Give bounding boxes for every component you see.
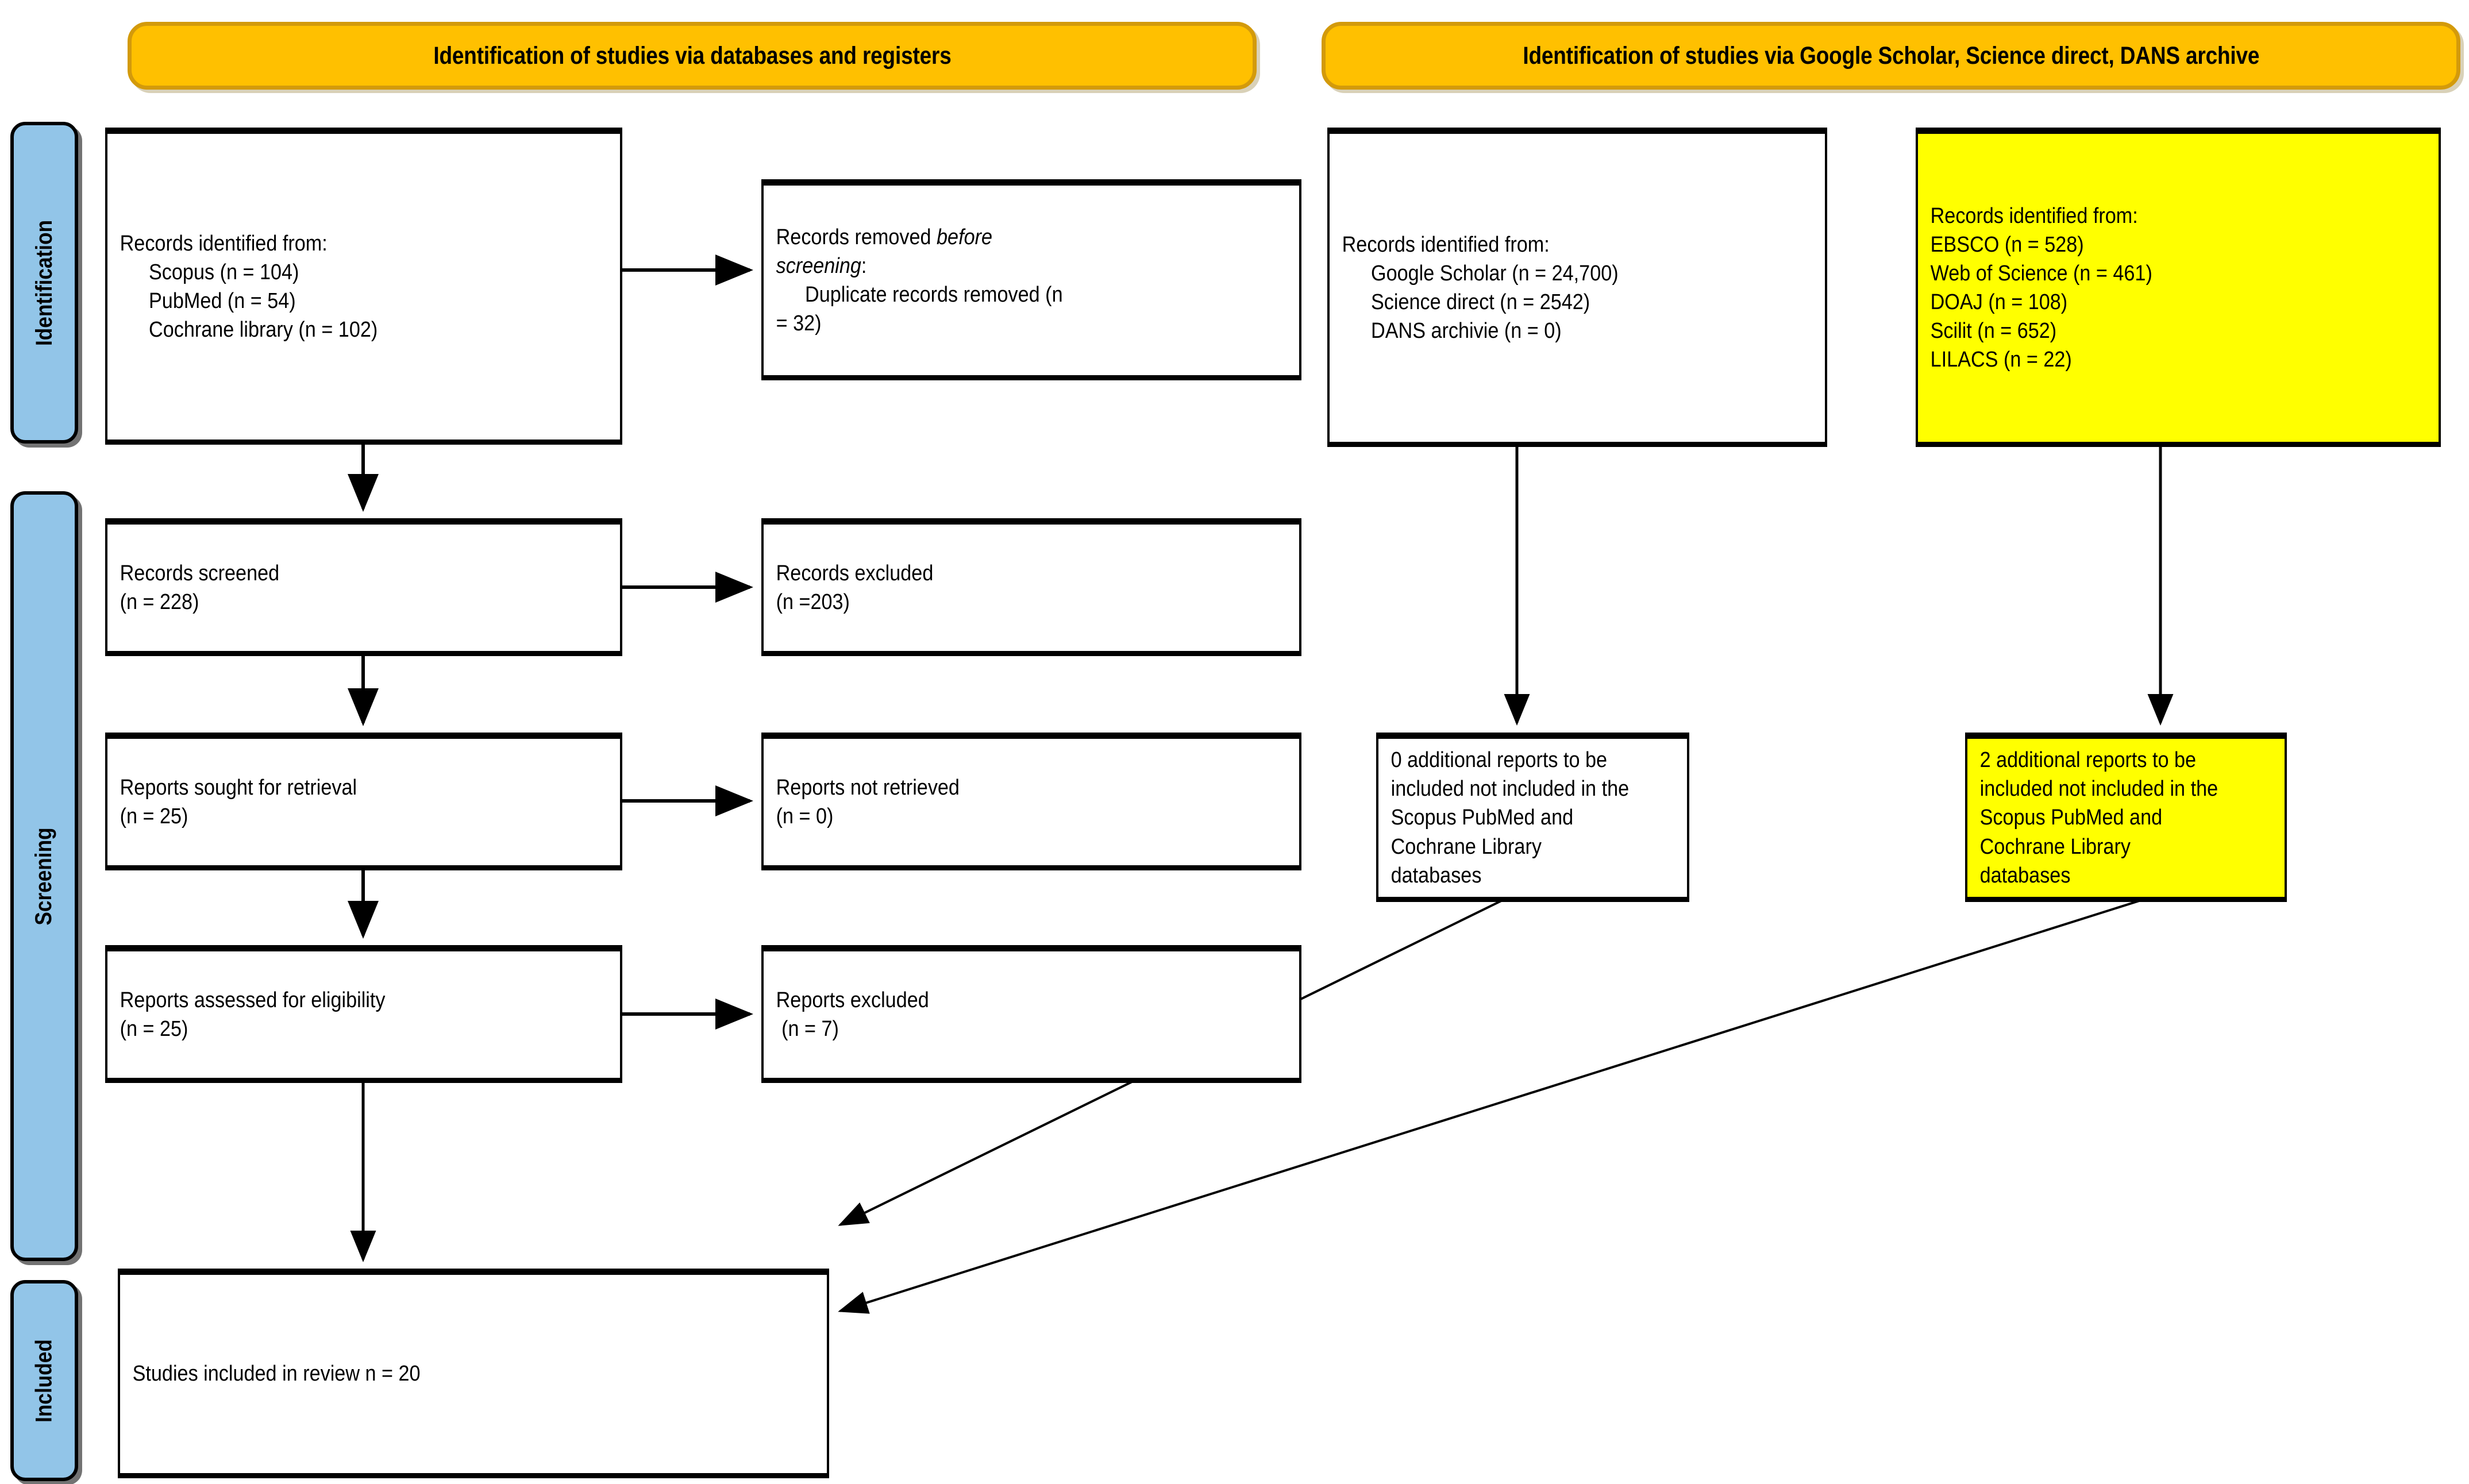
other-additional-line-0: 0 additional reports to be [1391,748,1608,773]
highlight-additional-line-4: databases [1979,863,2071,888]
box-highlight-additional-text: 2 additional reports to be included not … [1967,746,2253,890]
highlight-identified-item-2: DOAJ (n = 108) [1930,290,2068,314]
box-reports-not-retrieved: Reports not retrieved (n = 0) [761,733,1301,870]
box-other-additional-text: 0 additional reports to be included not … [1378,746,1656,890]
stage-included-label: Included [31,1339,57,1423]
box-records-excluded: Records excluded (n =203) [761,518,1301,656]
records-excluded-line1: Records excluded [776,561,934,585]
reports-assessed-line2: (n = 25) [120,1017,188,1041]
records-screened-line2: (n = 228) [120,590,199,614]
highlight-identified-heading: Records identified from: [1930,203,2138,228]
box-reports-assessed: Reports assessed for eligibility (n = 25… [105,945,622,1083]
highlight-identified-item-4: LILACS (n = 22) [1930,348,2072,372]
other-additional-line-2: Scopus PubMed and [1391,805,1574,830]
banner-other-sources: Identification of studies via Google Sch… [1322,22,2460,90]
box-other-identified: Records identified from: Google Scholar … [1327,128,1827,447]
studies-included-line1: Studies included in review n = 20 [132,1362,421,1386]
box-records-removed: Records removed before screening: Duplic… [761,179,1301,380]
reports-assessed-line1: Reports assessed for eligibility [120,988,386,1012]
banner-databases-label: Identification of studies via databases … [433,41,952,70]
stage-identification: Identification [10,122,78,444]
box-reports-assessed-text: Reports assessed for eligibility (n = 25… [107,986,569,1043]
box-reports-not-retrieved-text: Reports not retrieved (n = 0) [764,773,1246,831]
box-records-identified-text: Records identified from: Scopus (n = 104… [107,229,569,345]
box-records-excluded-text: Records excluded (n =203) [764,559,1246,616]
reports-not-retrieved-line1: Reports not retrieved [776,775,960,800]
other-identified-heading: Records identified from: [1342,232,1550,257]
box-records-screened: Records screened (n = 228) [105,518,622,656]
records-screened-line1: Records screened [120,561,280,585]
reports-excluded-line1: Reports excluded [776,988,929,1012]
other-identified-item-0: Google Scholar (n = 24,700) [1371,261,1619,286]
reports-sought-line2: (n = 25) [120,804,188,828]
box-reports-excluded-text: Reports excluded (n = 7) [764,986,1246,1043]
records-removed-line1: Records removed before [776,225,992,249]
records-excluded-line2: (n =203) [776,590,850,614]
highlight-identified-item-1: Web of Science (n = 461) [1930,261,2152,286]
highlight-additional-line-1: included not included in the [1979,777,2218,801]
records-removed-item1: Duplicate records removed (n [805,283,1063,307]
box-highlight-identified: Records identified from: EBSCO (n = 528)… [1916,128,2441,447]
box-studies-included: Studies included in review n = 20 [118,1269,829,1478]
other-additional-line-3: Cochrane Library [1391,834,1542,859]
banner-other-sources-label: Identification of studies via Google Sch… [1523,41,2259,70]
box-other-additional: 0 additional reports to be included not … [1376,733,1689,902]
highlight-identified-item-3: Scilit (n = 652) [1930,319,2057,344]
records-removed-line2: screening: [776,253,867,278]
highlight-additional-line-0: 2 additional reports to be [1979,748,2197,773]
other-identified-item-1: Science direct (n = 2542) [1371,290,1590,314]
box-reports-excluded: Reports excluded (n = 7) [761,945,1301,1083]
stage-screening-label: Screening [31,827,57,926]
reports-not-retrieved-line2: (n = 0) [776,804,834,828]
reports-sought-line1: Reports sought for retrieval [120,775,357,800]
box-reports-sought: Reports sought for retrieval (n = 25) [105,733,622,870]
box-highlight-additional: 2 additional reports to be included not … [1965,733,2287,902]
records-identified-item-1: PubMed (n = 54) [149,289,296,313]
records-identified-heading: Records identified from: [120,231,328,256]
records-removed-item2: = 32) [776,311,822,336]
stage-identification-label: Identification [31,219,57,346]
box-records-screened-text: Records screened (n = 228) [107,559,569,616]
stage-screening: Screening [10,491,78,1261]
highlight-identified-item-0: EBSCO (n = 528) [1930,232,2084,257]
records-identified-item-0: Scopus (n = 104) [149,260,299,284]
other-identified-item-2: DANS archivie (n = 0) [1371,319,1562,344]
highlight-additional-line-3: Cochrane Library [1979,834,2131,859]
banner-databases: Identification of studies via databases … [128,22,1257,90]
box-other-identified-text: Records identified from: Google Scholar … [1330,230,1775,346]
reports-excluded-line2: (n = 7) [776,1017,839,1041]
highlight-additional-line-2: Scopus PubMed and [1979,805,2163,830]
box-studies-included-text: Studies included in review n = 20 [120,1359,756,1388]
box-records-removed-text: Records removed before screening: Duplic… [764,223,1246,338]
other-additional-line-4: databases [1391,863,1482,888]
box-records-identified: Records identified from: Scopus (n = 104… [105,128,622,445]
stage-included: Included [10,1280,78,1481]
records-identified-item-2: Cochrane library (n = 102) [149,318,378,342]
other-additional-line-1: included not included in the [1391,777,1630,801]
box-highlight-identified-text: Records identified from: EBSCO (n = 528)… [1918,202,2386,375]
box-reports-sought-text: Reports sought for retrieval (n = 25) [107,773,569,831]
